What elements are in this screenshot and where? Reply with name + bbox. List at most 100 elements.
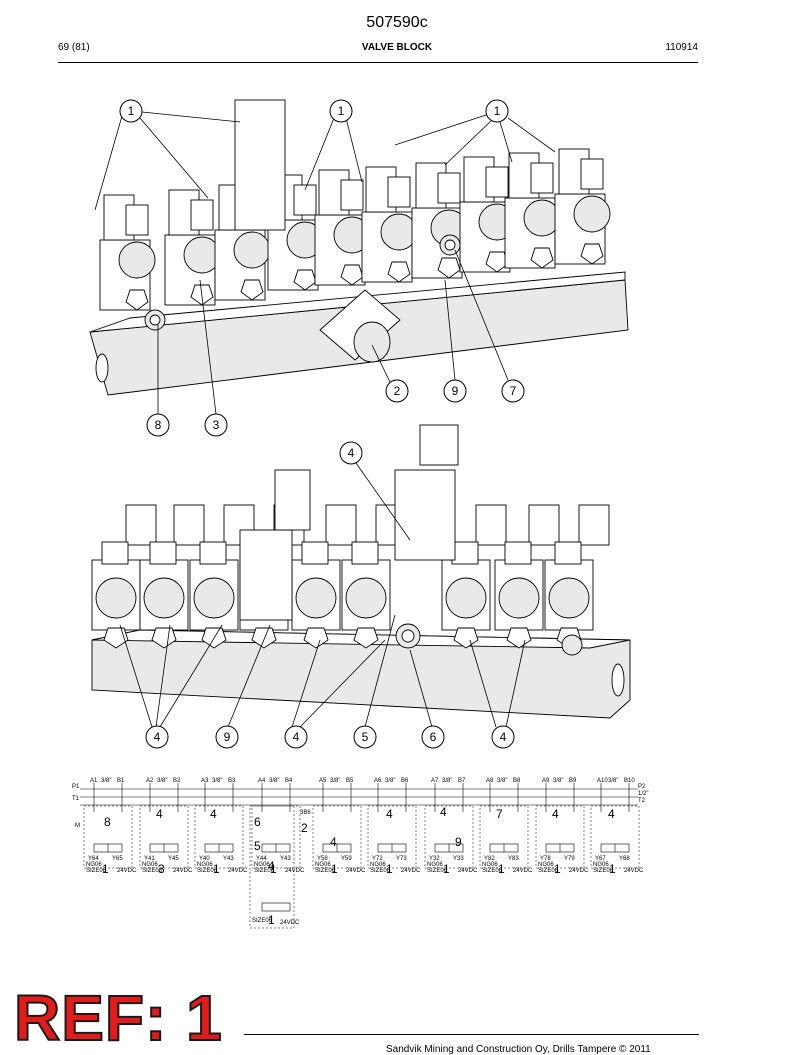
coil-label: Y72 [372,856,383,862]
valve-number: 1 [554,862,561,876]
port-size-label: 3/8" [330,778,340,784]
label-t2: T2 [638,798,646,804]
valve-number: 1 [609,862,616,876]
port-label: A5 [319,778,327,784]
port-label: A4 [258,778,266,784]
valve-size-label: SIZE06 [197,868,218,874]
schematic-item-number: 8 [104,815,111,829]
coil-label: Y73 [396,856,407,862]
valve-number: 1 [213,862,220,876]
header-rule [58,62,698,63]
svg-text:4: 4 [500,730,507,744]
valve-type-label: NG06 [197,862,213,868]
valve-type-label: NG06 [142,862,158,868]
voltage-label: 24VDC [569,868,589,874]
valve-size-label: SIZE06 [370,868,391,874]
valve-size-label: SIZE06 [254,868,275,874]
valve-size-label: SIZE06 [593,868,614,874]
bottom-leaders [119,462,526,728]
callout-4a: 4 [145,725,169,749]
coil-label: Y79 [564,856,575,862]
port-label: B10 [624,778,635,784]
coil-label: Y45 [168,856,179,862]
svg-text:5: 5 [362,730,369,744]
coil-label: Y78 [540,856,551,862]
top-valve-block [89,99,629,396]
schematic-item-number: 9 [455,835,462,849]
schematic-item-number: 4 [386,807,393,821]
top-callouts: 1 1 1 2 9 7 8 3 [119,99,525,437]
port-label: A3 [201,778,209,784]
svg-text:8: 8 [155,418,162,432]
svg-text:1: 1 [128,104,135,118]
voltage-label: 24VDC [117,868,137,874]
port-label: A2 [146,778,154,784]
coil-label: Y41 [144,856,155,862]
valve-size-label: SIZE06 [538,868,559,874]
voltage-label: 24VDC [346,868,366,874]
valve-type-label: NG06 [370,862,386,868]
valve-type-label: NG06 [482,862,498,868]
callout-9b: 9 [215,725,239,749]
svg-text:6: 6 [430,730,437,744]
voltage-label: 24VDC [401,868,421,874]
document-number: 507590c [366,14,428,31]
callout-6: 6 [421,725,445,749]
coil-label: Y67 [595,856,606,862]
ref-stamp: REF: 1 [13,982,223,1054]
valve-number: 3 [158,862,165,876]
port-label: B8 [513,778,521,784]
label-half-inch: 1/2" [638,791,648,797]
port-size-label: 3/8" [442,778,452,784]
port-label: B3 [228,778,236,784]
coil-label: Y59 [341,856,352,862]
valve-size-label: SIZE06 [86,868,107,874]
coil-label: Y32 [429,856,440,862]
valve-type-label: NG06 [593,862,609,868]
voltage-label: 24VDC [173,868,193,874]
footer-copyright: Sandvik Mining and Construction Oy, Dril… [386,1044,651,1055]
top-leaders [94,111,556,415]
coil-label: Y65 [112,856,123,862]
page-title: VALVE BLOCK [361,42,433,53]
voltage-label: 24VDC [280,920,300,926]
schematic-item-number: 6 [254,815,261,829]
schematic-item-number: 4 [210,807,217,821]
voltage-label: 24VDC [624,868,644,874]
port-label: B5 [346,778,354,784]
port-label: A1 [90,778,98,784]
page-number: 69 (81) [58,42,90,53]
port-label: A10 [597,778,608,784]
schematic-item-number: 4 [268,859,275,873]
coil-label: Y58 [317,856,328,862]
port-size-label: 3/8" [101,778,111,784]
valve-type-label: NG06 [315,862,331,868]
label-p1: P1 [72,784,80,790]
valve-size-label: SIZE06 [427,868,448,874]
coil-label: Y33 [453,856,464,862]
valve-type-label: NG06 [86,862,102,868]
coil-label: Y40 [199,856,210,862]
callout-1b: 1 [329,99,353,123]
coil-label: Y83 [508,856,519,862]
bottom-callouts: 4 4 9 4 5 6 4 [145,441,515,749]
callout-4b: 4 [284,725,308,749]
svg-text:1: 1 [494,104,501,118]
valve-number: 1 [270,862,277,876]
svg-text:4: 4 [293,730,300,744]
valve-type-label: NG06 [538,862,554,868]
valve-number: 1 [331,862,338,876]
coil-label: Y82 [484,856,495,862]
port-label: B7 [458,778,466,784]
coil-label: Y44 [256,856,267,862]
callout-5: 5 [353,725,377,749]
voltage-label: 24VDC [513,868,533,874]
port-size-label: 3/8" [269,778,279,784]
callout-8: 8 [146,413,170,437]
valve-number: 1 [498,862,505,876]
valve-size-label: SIZE06 [482,868,503,874]
callout-1a: 1 [119,99,143,123]
valve-type-label: NG06 [427,862,443,868]
port-size-label: 3/8" [553,778,563,784]
valve-type-label: NG06 [254,862,270,868]
